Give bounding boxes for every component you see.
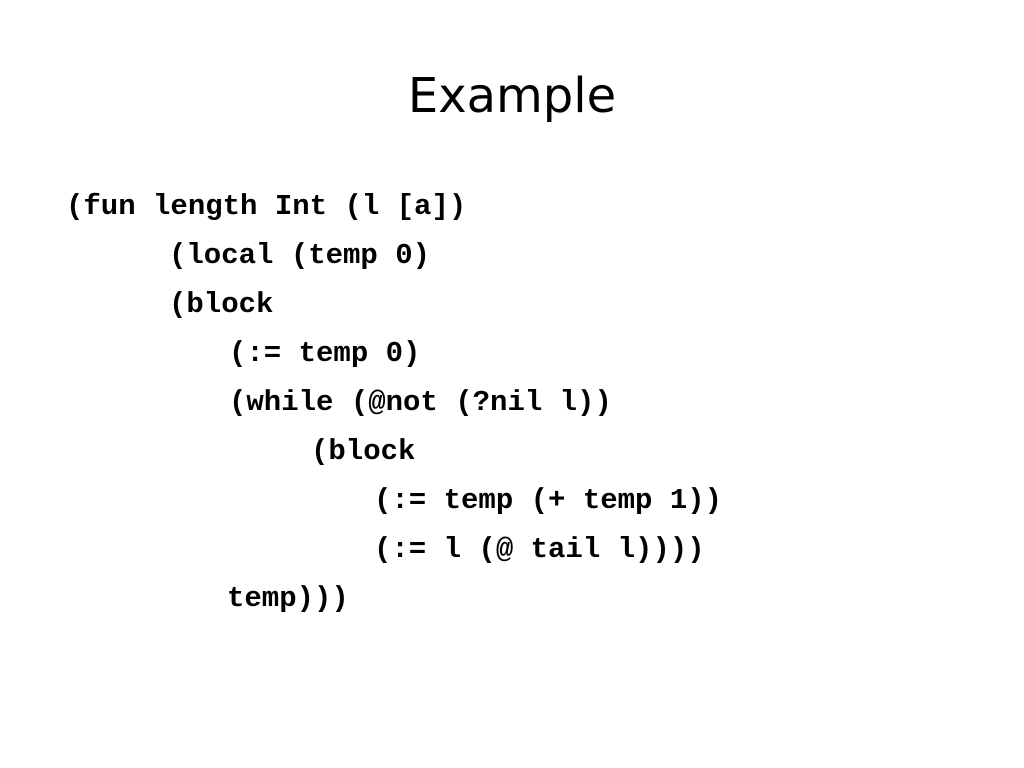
code-line: (while (@not (?nil l)) — [229, 386, 612, 419]
code-line: temp))) — [227, 582, 349, 615]
slide-title: Example — [407, 68, 617, 124]
code-line: (:= temp (+ temp 1)) — [374, 484, 723, 517]
code-line: (block — [311, 435, 416, 468]
code-block: (fun length Int (l [a]) (local (temp 0) … — [66, 182, 722, 623]
code-line: (local (temp 0) — [169, 239, 431, 272]
code-line: (:= temp 0) — [229, 337, 421, 370]
code-line: (:= l (@ tail l)))) — [374, 533, 705, 566]
code-line: (block — [169, 288, 274, 321]
code-line: (fun length Int (l [a]) — [66, 190, 467, 223]
